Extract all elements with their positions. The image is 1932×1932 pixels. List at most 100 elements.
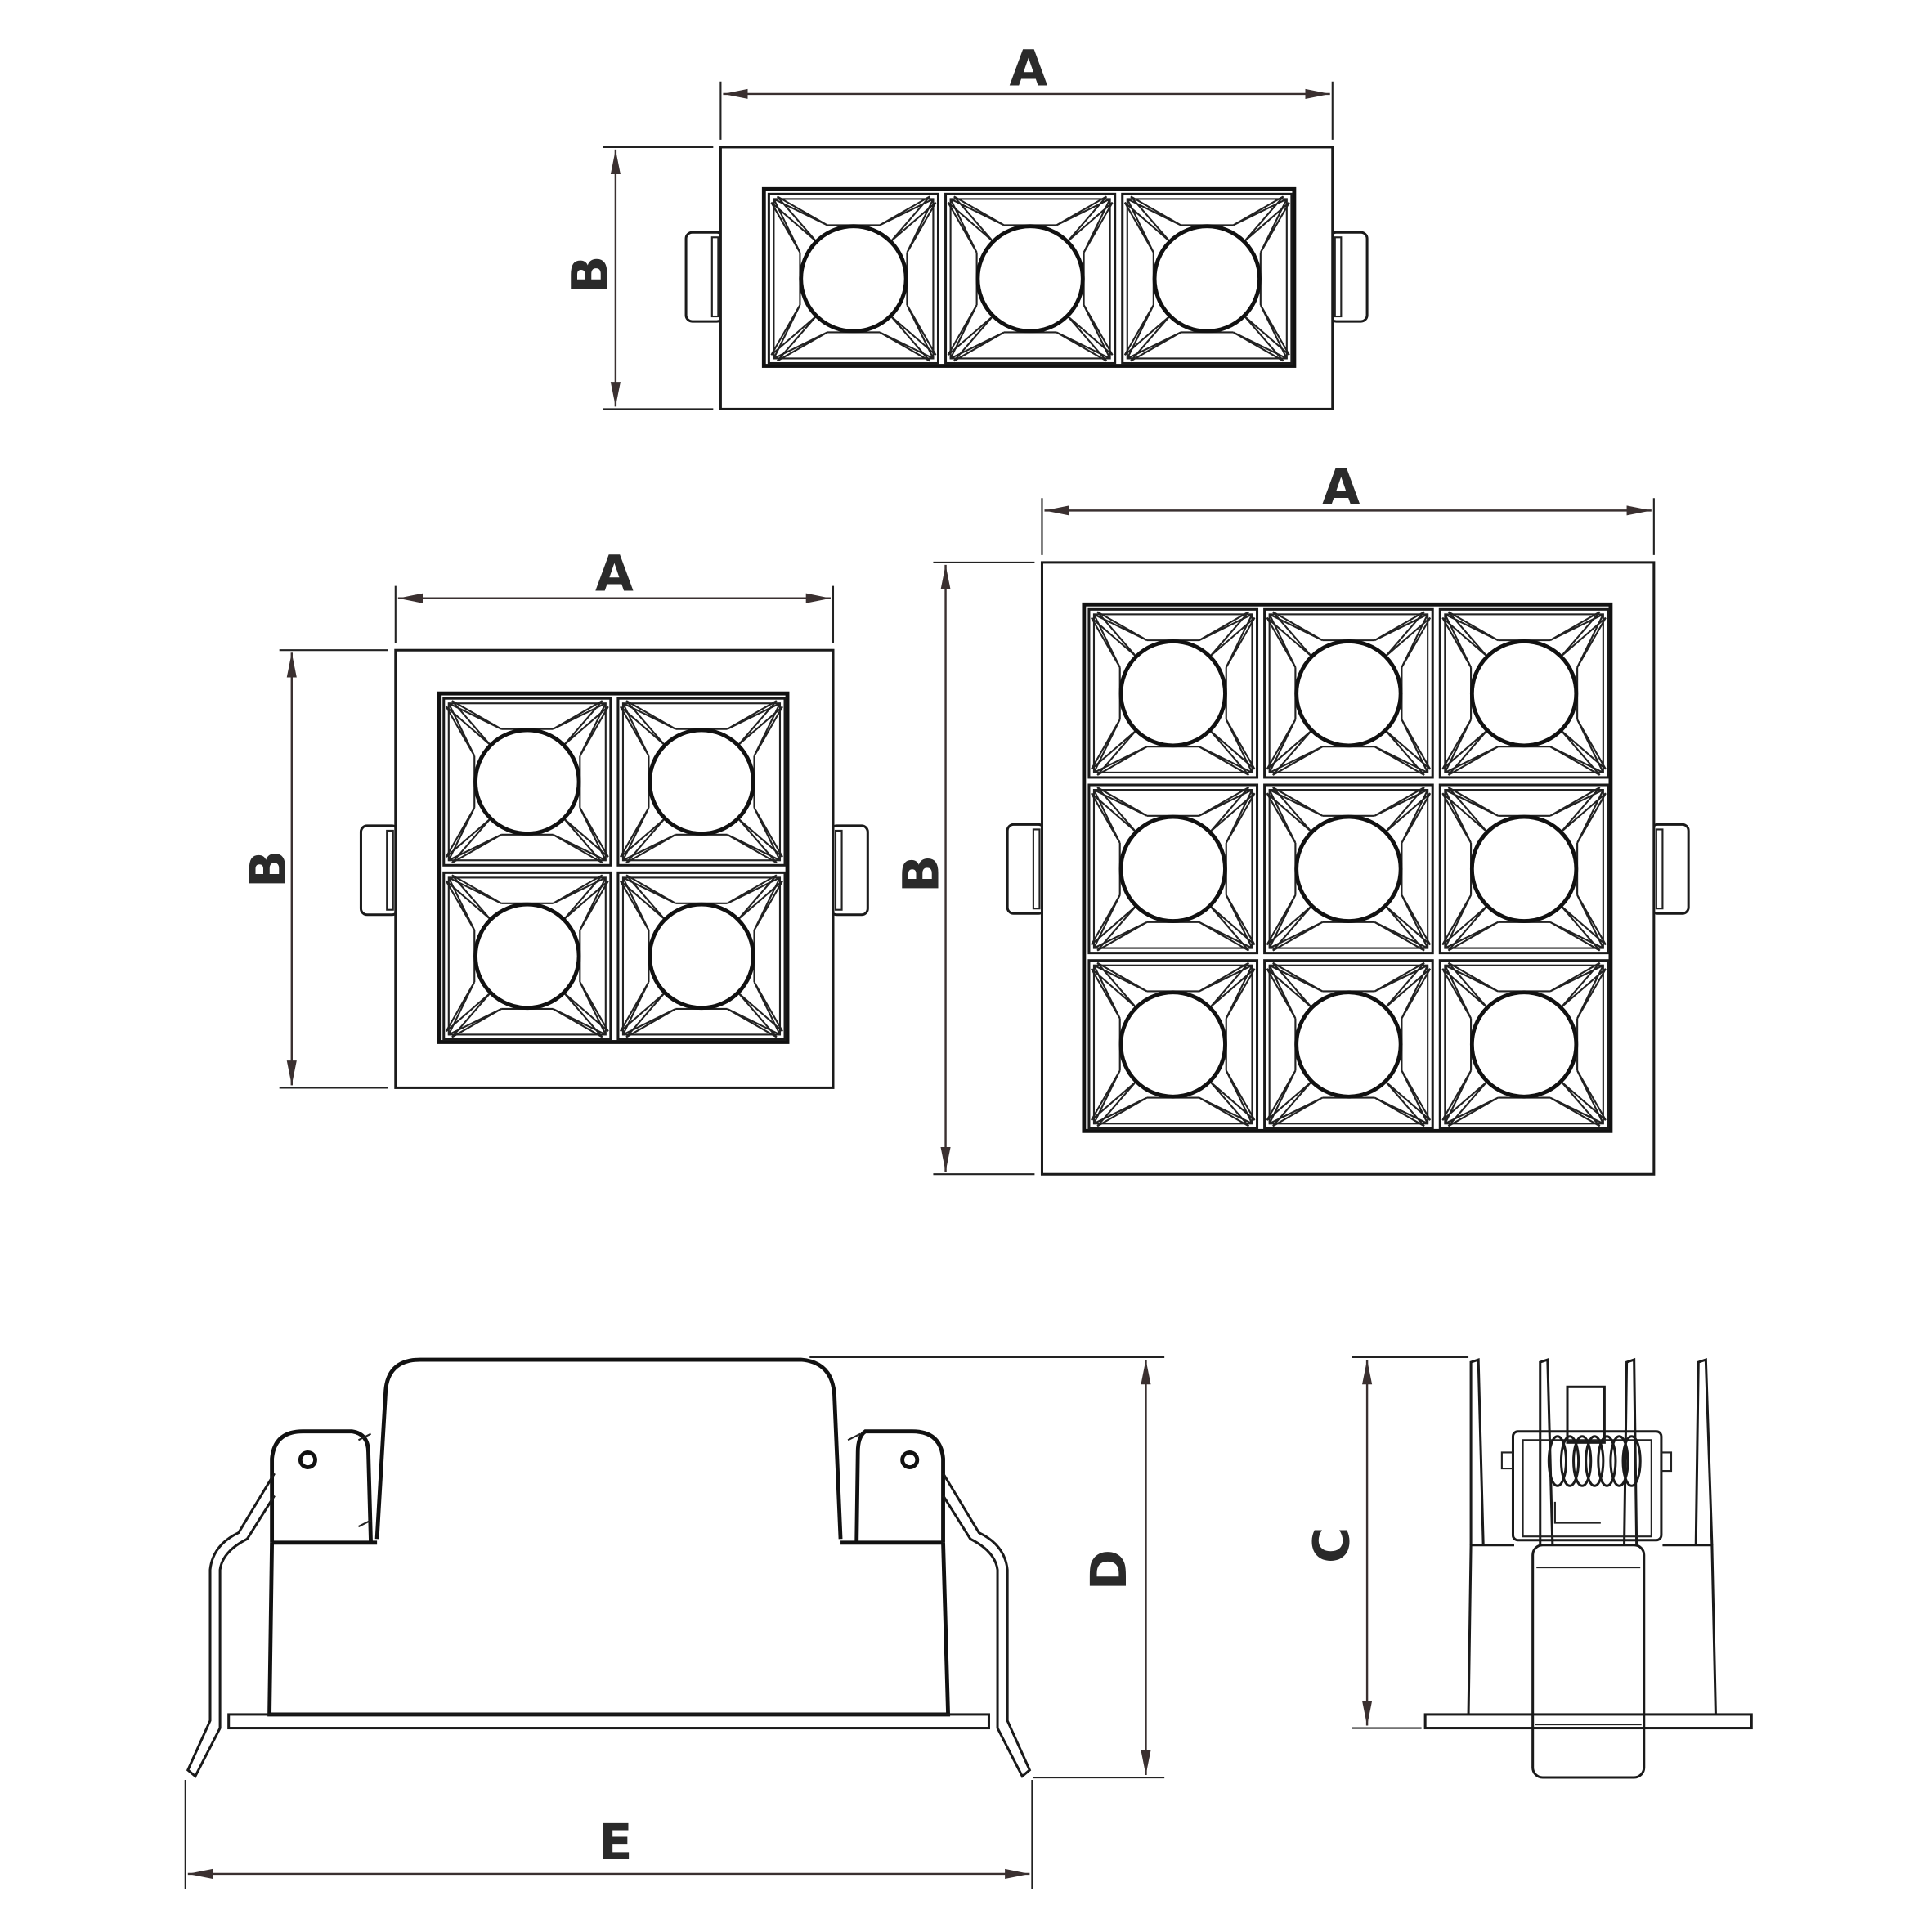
- led-cell: [767, 192, 939, 365]
- clip-inner: [1032, 828, 1041, 910]
- end-fins: [1469, 1357, 1714, 1545]
- cell-outer: [616, 871, 787, 1041]
- led-lens: [1294, 814, 1403, 923]
- led-lens: [648, 902, 755, 1011]
- led-lens: [1469, 814, 1579, 923]
- dim-label-b-3x3: B: [893, 855, 950, 893]
- dim-label-d: D: [1081, 1549, 1138, 1590]
- led-cell: [1263, 783, 1434, 955]
- side-flange: [227, 1713, 990, 1730]
- clip-inner: [386, 829, 394, 911]
- led-lens: [473, 728, 581, 836]
- side-housing-body: [267, 1540, 951, 1717]
- end-bracket-details: [1500, 1451, 1673, 1524]
- cell-outer: [616, 697, 787, 867]
- coil-turn: [1597, 1435, 1617, 1487]
- clip-inner: [1655, 828, 1664, 910]
- side-view: D E: [184, 1356, 1165, 1889]
- led-cell: [1087, 959, 1259, 1130]
- spring-coil: [1547, 1435, 1642, 1487]
- led-lens: [1469, 639, 1579, 748]
- side-ear-right: [854, 1429, 945, 1543]
- lens-frame: [761, 186, 1297, 368]
- screw-hole-left: [298, 1450, 317, 1469]
- led-lens: [1152, 224, 1262, 334]
- coil-turn: [1559, 1435, 1580, 1487]
- end-bracket: [1511, 1430, 1663, 1542]
- led-lens: [1469, 990, 1579, 1099]
- lens-frame: [1082, 602, 1613, 1133]
- dim-label-a-3x3: A: [1322, 459, 1360, 517]
- coil-turn: [1621, 1435, 1642, 1487]
- led-lens: [1294, 990, 1403, 1099]
- end-driver-box: [1531, 1544, 1646, 1779]
- cell-outer: [944, 192, 1117, 365]
- side-ear-left: [270, 1429, 373, 1543]
- cell-outer: [767, 192, 939, 365]
- led-cell: [442, 871, 612, 1041]
- ear-details: [357, 1432, 861, 1528]
- cell-inner: [447, 702, 607, 862]
- cell-outer: [1438, 783, 1610, 955]
- clip-inner: [834, 829, 843, 911]
- cell-inner: [1268, 964, 1429, 1125]
- end-view: C: [1303, 1356, 1753, 1779]
- cell-inner: [621, 702, 782, 862]
- led-cell: [1438, 959, 1610, 1130]
- cell-inner: [1092, 964, 1253, 1125]
- cell-outer: [1438, 959, 1610, 1130]
- top-view-3x3: [933, 498, 1690, 1176]
- mounting-clip-left: [1006, 823, 1047, 915]
- cell-inner: [1268, 613, 1429, 773]
- cell-inner: [1444, 789, 1604, 949]
- housing-outline: [394, 648, 835, 1089]
- spring-clip-left: [186, 1473, 276, 1778]
- led-cell: [1263, 607, 1434, 779]
- led-cell: [1087, 607, 1259, 779]
- coil-turn: [1572, 1435, 1593, 1487]
- cell-inner: [1444, 964, 1604, 1125]
- cell-inner: [621, 876, 782, 1036]
- mounting-clip-right: [829, 824, 869, 917]
- led-cell: [1263, 959, 1434, 1130]
- coil-turn: [1609, 1435, 1629, 1487]
- led-cell: [1087, 783, 1259, 955]
- led-cell: [1438, 607, 1610, 779]
- cell-outer: [1263, 959, 1434, 1130]
- led-lens: [975, 224, 1085, 334]
- led-lens: [473, 902, 581, 1011]
- cell-inner: [447, 876, 607, 1036]
- top-view-1x3: [603, 81, 1369, 410]
- led-cell: [944, 192, 1117, 365]
- cell-inner: [1268, 789, 1429, 949]
- coil-turn: [1585, 1435, 1605, 1487]
- led-lens: [1118, 990, 1227, 1099]
- driver-box-details: [1535, 1566, 1642, 1726]
- led-lens: [799, 224, 908, 334]
- end-housing: [1467, 1544, 1717, 1715]
- cell-outer: [442, 871, 612, 1041]
- cell-outer: [1263, 783, 1434, 955]
- dim-label-e: E: [598, 1814, 632, 1871]
- clip-inner: [1334, 236, 1343, 318]
- led-cell: [1438, 783, 1610, 955]
- led-cell: [616, 697, 787, 867]
- top-view-2x2: [279, 585, 869, 1089]
- mounting-clip-right: [1650, 823, 1690, 915]
- cell-inner: [949, 198, 1111, 360]
- clip-inner: [710, 236, 719, 318]
- cell-outer: [1438, 607, 1610, 779]
- cell-outer: [442, 697, 612, 867]
- led-cell: [1121, 192, 1293, 365]
- mounting-clip-left: [684, 231, 724, 323]
- lens-frame: [437, 691, 790, 1044]
- led-lens: [648, 728, 755, 836]
- cell-inner: [1126, 198, 1288, 360]
- dim-label-a-2x2: A: [595, 546, 634, 603]
- led-cell: [442, 697, 612, 867]
- cell-outer: [1087, 959, 1259, 1130]
- led-cell: [616, 871, 787, 1041]
- screw-hole-right: [900, 1450, 920, 1469]
- led-lens: [1118, 639, 1227, 748]
